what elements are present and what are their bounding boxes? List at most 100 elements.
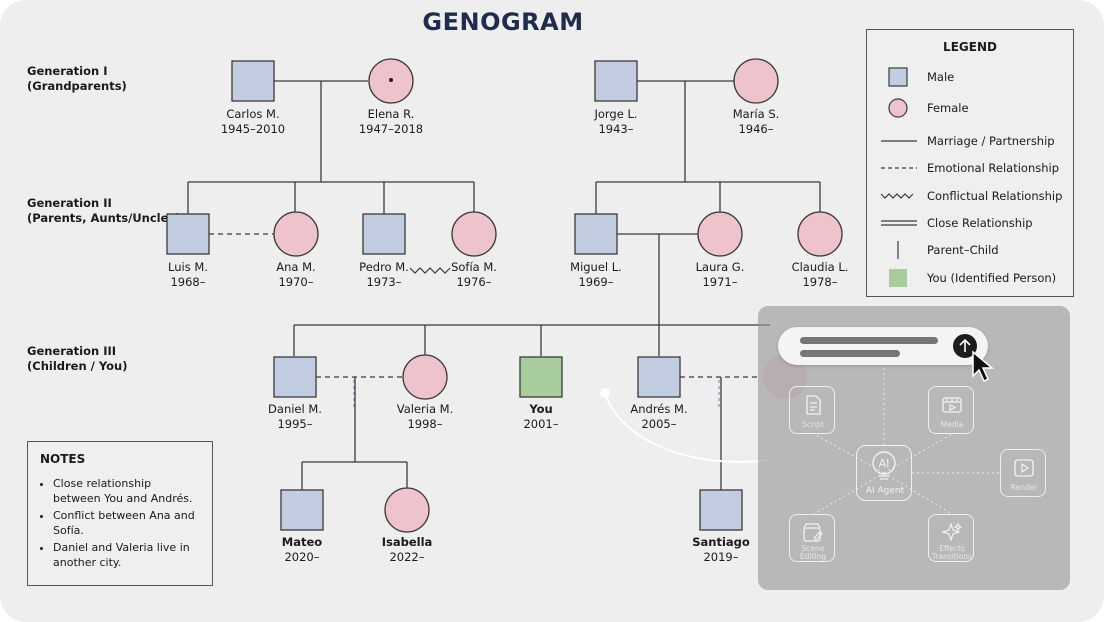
female-symbol-valeria (402, 354, 448, 400)
person-years: 2001– (523, 417, 559, 431)
female-symbol-icon (888, 98, 908, 118)
person-years: 1945–2010 (220, 122, 286, 136)
person-name: Carlos M. (226, 107, 280, 121)
identified-symbol-you (519, 356, 563, 398)
conflict-line-pedro-sofia (409, 267, 451, 274)
legend-title: LEGEND (943, 40, 997, 54)
person-years: 2020– (284, 550, 320, 564)
cursor-arrow-icon (972, 350, 995, 383)
dashed-line-icon (881, 167, 917, 169)
tile-label: Media (940, 420, 964, 429)
person-name: Andrés M. (630, 402, 688, 416)
ai-agent-hub[interactable]: AI AI Agent (856, 445, 912, 501)
ai-connection-lines (813, 368, 1000, 515)
hub-label: AI Agent (865, 486, 905, 496)
female-symbol-isabella (384, 487, 430, 533)
legend-label: You (Identified Person) (927, 271, 1057, 285)
female-symbol-ana (273, 211, 319, 257)
person-name: Santiago (692, 535, 750, 549)
play-icon (1014, 459, 1034, 477)
legend-label: Parent–Child (927, 243, 999, 257)
person-years: 1978– (802, 275, 838, 289)
legend-label: Marriage / Partnership (927, 134, 1055, 148)
media-icon (942, 397, 962, 413)
person-name: Pedro M. (359, 260, 409, 274)
legend-label: Male (927, 70, 955, 84)
ai-prompt-input[interactable] (778, 327, 988, 365)
legend-label: Close Relationship (927, 216, 1033, 230)
male-symbol-icon (888, 67, 908, 87)
female-symbol-laura (697, 211, 743, 257)
note-item: Conflict between Ana and Sofía. (53, 508, 200, 538)
zigzag-line-icon (880, 193, 914, 199)
page-title: GENOGRAM (422, 8, 584, 36)
female-symbol-sofia (451, 211, 497, 257)
male-symbol-andres (637, 356, 681, 398)
legend-box: LEGEND Male Female Marriage / Partnershi… (866, 29, 1074, 297)
person-name: Elena R. (367, 107, 415, 121)
person-years: 1946– (738, 122, 774, 136)
person-name: Valeria M. (396, 402, 454, 416)
person-name: Luis M. (168, 260, 208, 274)
legend-item-female: Female (867, 98, 1073, 118)
person-years: 1976– (456, 275, 492, 289)
legend-label: Female (927, 101, 969, 115)
legend-item-marriage: Marriage / Partnership (867, 131, 1073, 151)
script-tile[interactable]: Script (789, 386, 835, 434)
tile-label: Effects Transitions (931, 544, 973, 561)
legend-item-conflictual: Conflictual Relationship (867, 186, 1073, 206)
generation-label: Generation I (Grandparents) (27, 64, 127, 93)
male-symbol-daniel (273, 356, 317, 398)
media-tile[interactable]: Media (928, 386, 974, 434)
legend-label: Conflictual Relationship (927, 189, 1063, 203)
male-symbol-jorge (594, 60, 638, 102)
person-name: Ana M. (276, 260, 316, 274)
male-symbol-miguel (574, 213, 618, 255)
ai-glyph: AI (879, 457, 890, 470)
document-icon (806, 395, 821, 415)
person-years: 1969– (578, 275, 614, 289)
legend-item-close: Close Relationship (867, 213, 1073, 233)
person-name: Mateo (281, 535, 323, 549)
generation-label: Generation III (Children / You) (27, 344, 128, 373)
legend-label: Emotional Relationship (927, 161, 1060, 175)
ai-agent-panel: Script Media Render Scene Editing Effect… (758, 306, 1070, 590)
person-years: 1973– (366, 275, 402, 289)
generation-label: Generation II (Parents, Aunts/Uncles) (27, 196, 181, 225)
person-name: Laura G. (695, 260, 745, 274)
legend-item-male: Male (867, 67, 1073, 87)
person-name: Jorge L. (594, 107, 638, 121)
person-years: 1943– (598, 122, 634, 136)
double-line-icon (881, 220, 917, 226)
scene-editing-tile[interactable]: Scene Editing (789, 514, 835, 562)
effects-transitions-tile[interactable]: Effects Transitions (928, 514, 974, 562)
person-name: Sofía M. (451, 260, 497, 274)
person-years: 1995– (277, 417, 313, 431)
person-name: Claudia L. (791, 260, 849, 274)
legend-item-emotional: Emotional Relationship (867, 158, 1073, 178)
male-symbol-carlos (231, 60, 275, 102)
notes-list: Close relationship between You and André… (40, 476, 200, 570)
solid-line-icon (881, 140, 917, 142)
tile-label: Render (1010, 483, 1038, 492)
prompt-text-placeholder (800, 337, 938, 344)
notes-title: NOTES (40, 452, 86, 466)
person-years: 1971– (702, 275, 738, 289)
legend-item-identified: You (Identified Person) (867, 268, 1073, 288)
male-symbol-santiago (699, 489, 743, 531)
sparkle-icon (941, 522, 963, 542)
person-years: 1970– (278, 275, 314, 289)
note-item: Daniel and Valeria live in another city. (53, 540, 200, 570)
person-years: 2005– (641, 417, 677, 431)
person-years: 2019– (703, 550, 739, 564)
person-name: You (529, 402, 553, 416)
clapper-edit-icon (803, 523, 823, 542)
person-years: 1998– (407, 417, 443, 431)
person-years: 1968– (170, 275, 206, 289)
person-name: Isabella (381, 535, 433, 549)
male-symbol-luis (166, 213, 210, 255)
render-tile[interactable]: Render (1000, 449, 1046, 497)
notes-box: NOTES Close relationship between You and… (27, 441, 213, 586)
